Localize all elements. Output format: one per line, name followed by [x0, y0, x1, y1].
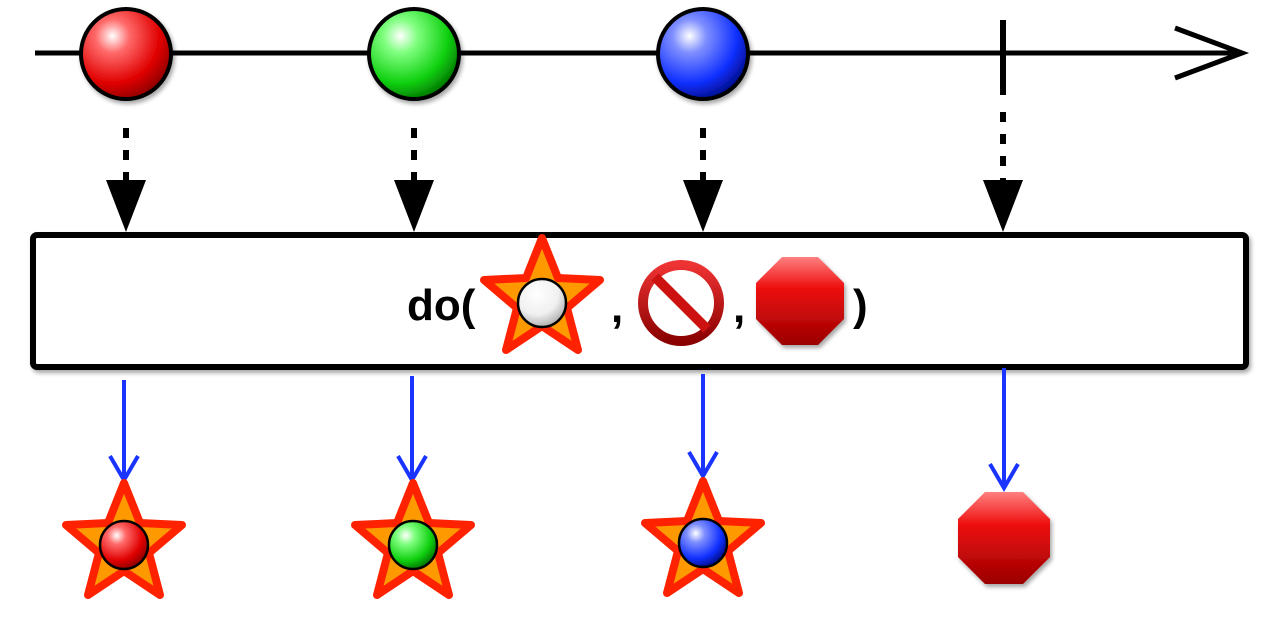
- star-with-white-marble-icon: [480, 234, 604, 354]
- input-arrow-2: [394, 128, 434, 232]
- input-timeline: [35, 7, 1250, 101]
- operator-separator-1: ,: [611, 283, 623, 332]
- output-marble-red: [98, 519, 150, 571]
- timeline-arrowhead: [1174, 25, 1250, 81]
- operator-name: do(: [407, 281, 476, 330]
- operator-close-paren: ): [853, 281, 868, 330]
- red-octagon-stop-icon: [756, 257, 844, 345]
- output-arrow-1: [108, 380, 140, 484]
- output-marble-green: [387, 519, 439, 571]
- prohibited-sign-icon: [638, 260, 724, 346]
- output-arrow-3: [687, 374, 719, 480]
- output-arrow-2: [396, 376, 428, 484]
- output-marble-blue: [677, 517, 729, 569]
- input-marble-red: [79, 7, 173, 101]
- input-arrow-3: [683, 128, 723, 232]
- input-marble-green: [367, 7, 461, 101]
- operator-separator-2: ,: [733, 283, 745, 332]
- output-arrows: [108, 368, 1020, 492]
- input-arrow-4: [983, 112, 1023, 232]
- output-star-green: [351, 479, 475, 599]
- output-star-blue: [641, 477, 765, 597]
- output-arrow-4: [988, 368, 1020, 492]
- input-arrows: [106, 112, 1023, 232]
- output-events: [62, 477, 1050, 599]
- output-star-red: [62, 479, 186, 599]
- input-marble-blue: [656, 7, 750, 101]
- output-stop-octagon-icon: [958, 492, 1050, 584]
- operator-box: do( , , ): [30, 232, 1249, 370]
- input-arrow-1: [106, 128, 146, 232]
